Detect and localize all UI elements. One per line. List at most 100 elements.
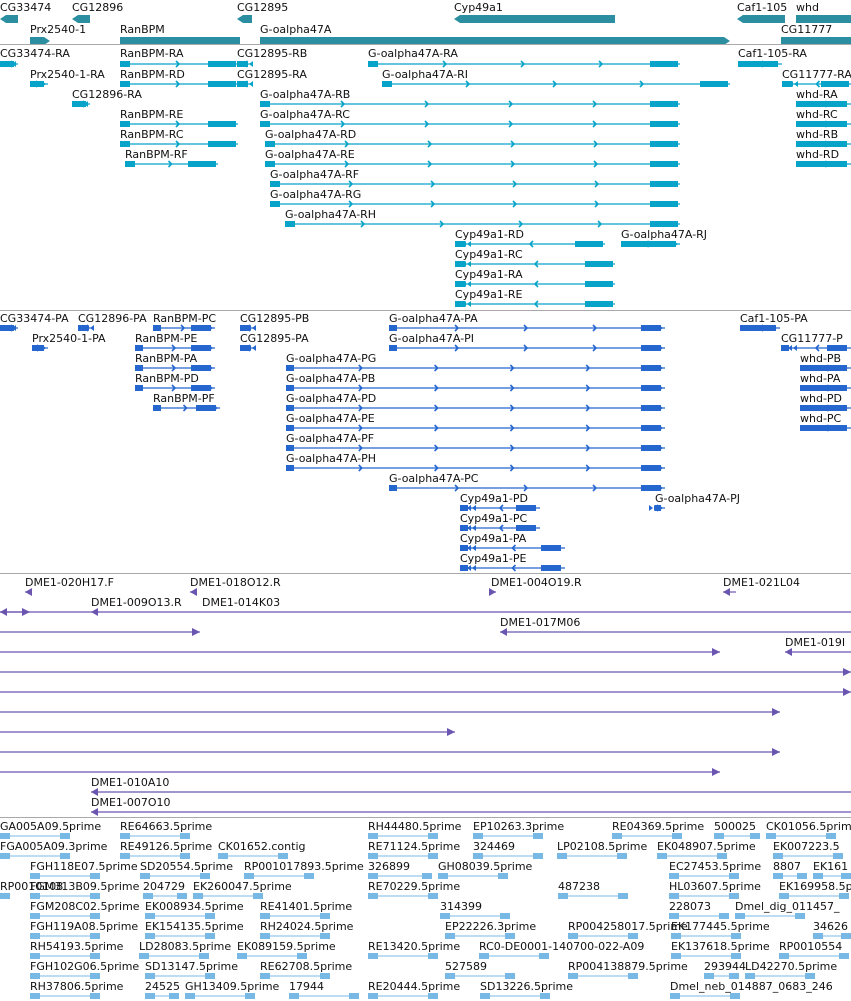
gene-cyp49a1[interactable]	[454, 15, 615, 23]
est-293944[interactable]	[704, 973, 739, 979]
est-ek154135-5prime[interactable]	[145, 933, 215, 939]
gene-whd[interactable]	[796, 15, 851, 23]
protein-cg12896-pa[interactable]	[78, 324, 94, 332]
transcript-cg12895-ra[interactable]	[237, 80, 253, 88]
est-487238[interactable]	[558, 893, 628, 899]
protein-g-oalpha47a-pc[interactable]	[389, 484, 665, 492]
est-re71124-5prime[interactable]	[368, 853, 438, 859]
clone-dme1-018o12-r[interactable]	[190, 588, 197, 596]
est-re70229-5prime[interactable]	[368, 893, 438, 899]
transcript-cyp49a1-re[interactable]	[455, 300, 615, 308]
est-gh13409-5prime[interactable]	[185, 993, 255, 999]
protein-prx2540-1-pa[interactable]	[32, 344, 48, 352]
protein-caf1-105-pa[interactable]	[740, 324, 780, 332]
transcript-cg33474-ra[interactable]	[0, 60, 18, 68]
transcript-whd-ra[interactable]	[796, 100, 851, 108]
est-500025[interactable]	[714, 833, 760, 839]
clone-dme1-010a10[interactable]	[91, 788, 851, 796]
protein-g-oalpha47a-pf[interactable]	[286, 444, 665, 452]
est-dmel-neb-014887-0683-246[interactable]	[670, 993, 740, 999]
est-rh54193-5prime[interactable]	[30, 953, 100, 959]
gene-cg11777[interactable]	[781, 37, 851, 44]
gene-cg12895[interactable]	[237, 15, 252, 23]
est-fgh118e07-5prime[interactable]	[30, 873, 100, 879]
transcript-g-oalpha47a-rf[interactable]	[270, 180, 680, 188]
gene-g-oalpha47a[interactable]	[260, 37, 730, 44]
protein-cyp49a1-pd[interactable]	[460, 504, 540, 512]
est-re41401-5prime[interactable]	[260, 913, 330, 919]
est-fgh119a08-5prime[interactable]	[30, 933, 100, 939]
est-527589[interactable]	[445, 973, 515, 979]
est-fgh102g06-5prime[interactable]	[30, 973, 100, 979]
protein-cyp49a1-pa[interactable]	[460, 544, 565, 552]
transcript-ranbpm-re[interactable]	[120, 120, 238, 128]
clone-span[interactable]	[0, 608, 30, 616]
protein-ranbpm-pc[interactable]	[153, 324, 215, 332]
protein-whd-pd[interactable]	[800, 404, 851, 412]
transcript-ranbpm-rd[interactable]	[120, 80, 238, 88]
transcript-cyp49a1-rc[interactable]	[455, 260, 615, 268]
est-sd20554-5prime[interactable]	[140, 873, 210, 879]
protein-g-oalpha47a-pd[interactable]	[286, 404, 665, 412]
transcript-cyp49a1-ra[interactable]	[455, 280, 615, 288]
est-ec27453-5prime[interactable]	[669, 873, 739, 879]
transcript-whd-rb[interactable]	[796, 140, 851, 148]
protein-ranbpm-pa[interactable]	[135, 364, 215, 372]
est-re64663-5prime[interactable]	[120, 833, 190, 839]
gene-prx2540-1[interactable]	[30, 37, 50, 44]
est-24525[interactable]	[145, 993, 179, 999]
est-re13420-5prime[interactable]	[368, 953, 438, 959]
transcript-g-oalpha47a-rc[interactable]	[260, 120, 680, 128]
protein-ranbpm-pf[interactable]	[153, 404, 220, 412]
protein-cg12895-pa[interactable]	[240, 344, 256, 352]
est-dmel-dig-011457[interactable]	[735, 913, 805, 919]
transcript-cg12895-rb[interactable]	[237, 60, 253, 68]
gene-ranbpm[interactable]	[120, 37, 240, 44]
transcript-prx2540-1-ra[interactable]	[30, 80, 48, 88]
est-ek048907-5prime[interactable]	[657, 853, 727, 859]
est-ek260047-5prime[interactable]	[193, 893, 263, 899]
clone-dme1-019i[interactable]	[785, 648, 851, 656]
transcript-g-oalpha47a-rg[interactable]	[270, 200, 680, 208]
transcript-g-oalpha47a-rj[interactable]	[621, 240, 680, 248]
transcript-g-oalpha47a-rh[interactable]	[285, 220, 680, 228]
est-rp001017893-5prime[interactable]	[244, 873, 314, 879]
est-ek161[interactable]	[813, 873, 851, 879]
protein-whd-pb[interactable]	[800, 364, 851, 372]
est-sd13147-5prime[interactable]	[145, 973, 215, 979]
protein-cg12895-pb[interactable]	[240, 324, 256, 332]
clone-span[interactable]	[0, 708, 780, 716]
est-hl03607-5prime[interactable]	[669, 893, 739, 899]
est-ck01056-5prime[interactable]	[766, 833, 836, 839]
est-re62708-5prime[interactable]	[260, 973, 330, 979]
est-17944[interactable]	[289, 993, 359, 999]
clone-dme1-017m06[interactable]	[500, 628, 851, 636]
clone-span[interactable]	[0, 628, 200, 636]
est-228073[interactable]	[669, 913, 729, 919]
clone-span[interactable]	[0, 648, 720, 656]
est-re04369-5prime[interactable]	[612, 833, 682, 839]
gene-cg12896[interactable]	[72, 15, 90, 23]
est-204729[interactable]	[143, 893, 187, 899]
est-ek008934-5prime[interactable]	[145, 913, 215, 919]
est-ck01652-contig[interactable]	[218, 853, 288, 859]
est-rp0010108[interactable]	[0, 893, 10, 899]
est-ek089159-5prime[interactable]	[237, 953, 307, 959]
est-326899[interactable]	[368, 873, 432, 879]
est-rc0-de0001-140700-022-a09[interactable]	[479, 953, 549, 959]
est-rh44480-5prime[interactable]	[368, 833, 438, 839]
est-fga005a09-3prime[interactable]	[0, 853, 70, 859]
protein-g-oalpha47a-pe[interactable]	[286, 424, 665, 432]
transcript-g-oalpha47a-rb[interactable]	[260, 100, 680, 108]
clone-dme1-004o19-r[interactable]	[489, 588, 496, 596]
protein-ranbpm-pd[interactable]	[135, 384, 215, 392]
protein-cg33474-pa[interactable]	[0, 324, 18, 332]
clone-span[interactable]	[0, 668, 851, 676]
est-re49126-5prime[interactable]	[120, 853, 190, 859]
est-ek007223-5[interactable]	[773, 853, 843, 859]
transcript-whd-rd[interactable]	[796, 160, 851, 168]
est-ep10263-3prime[interactable]	[473, 833, 543, 839]
transcript-cg12896-ra[interactable]	[72, 100, 90, 108]
protein-cyp49a1-pe[interactable]	[460, 564, 565, 572]
protein-g-oalpha47a-pj[interactable]	[649, 504, 665, 512]
